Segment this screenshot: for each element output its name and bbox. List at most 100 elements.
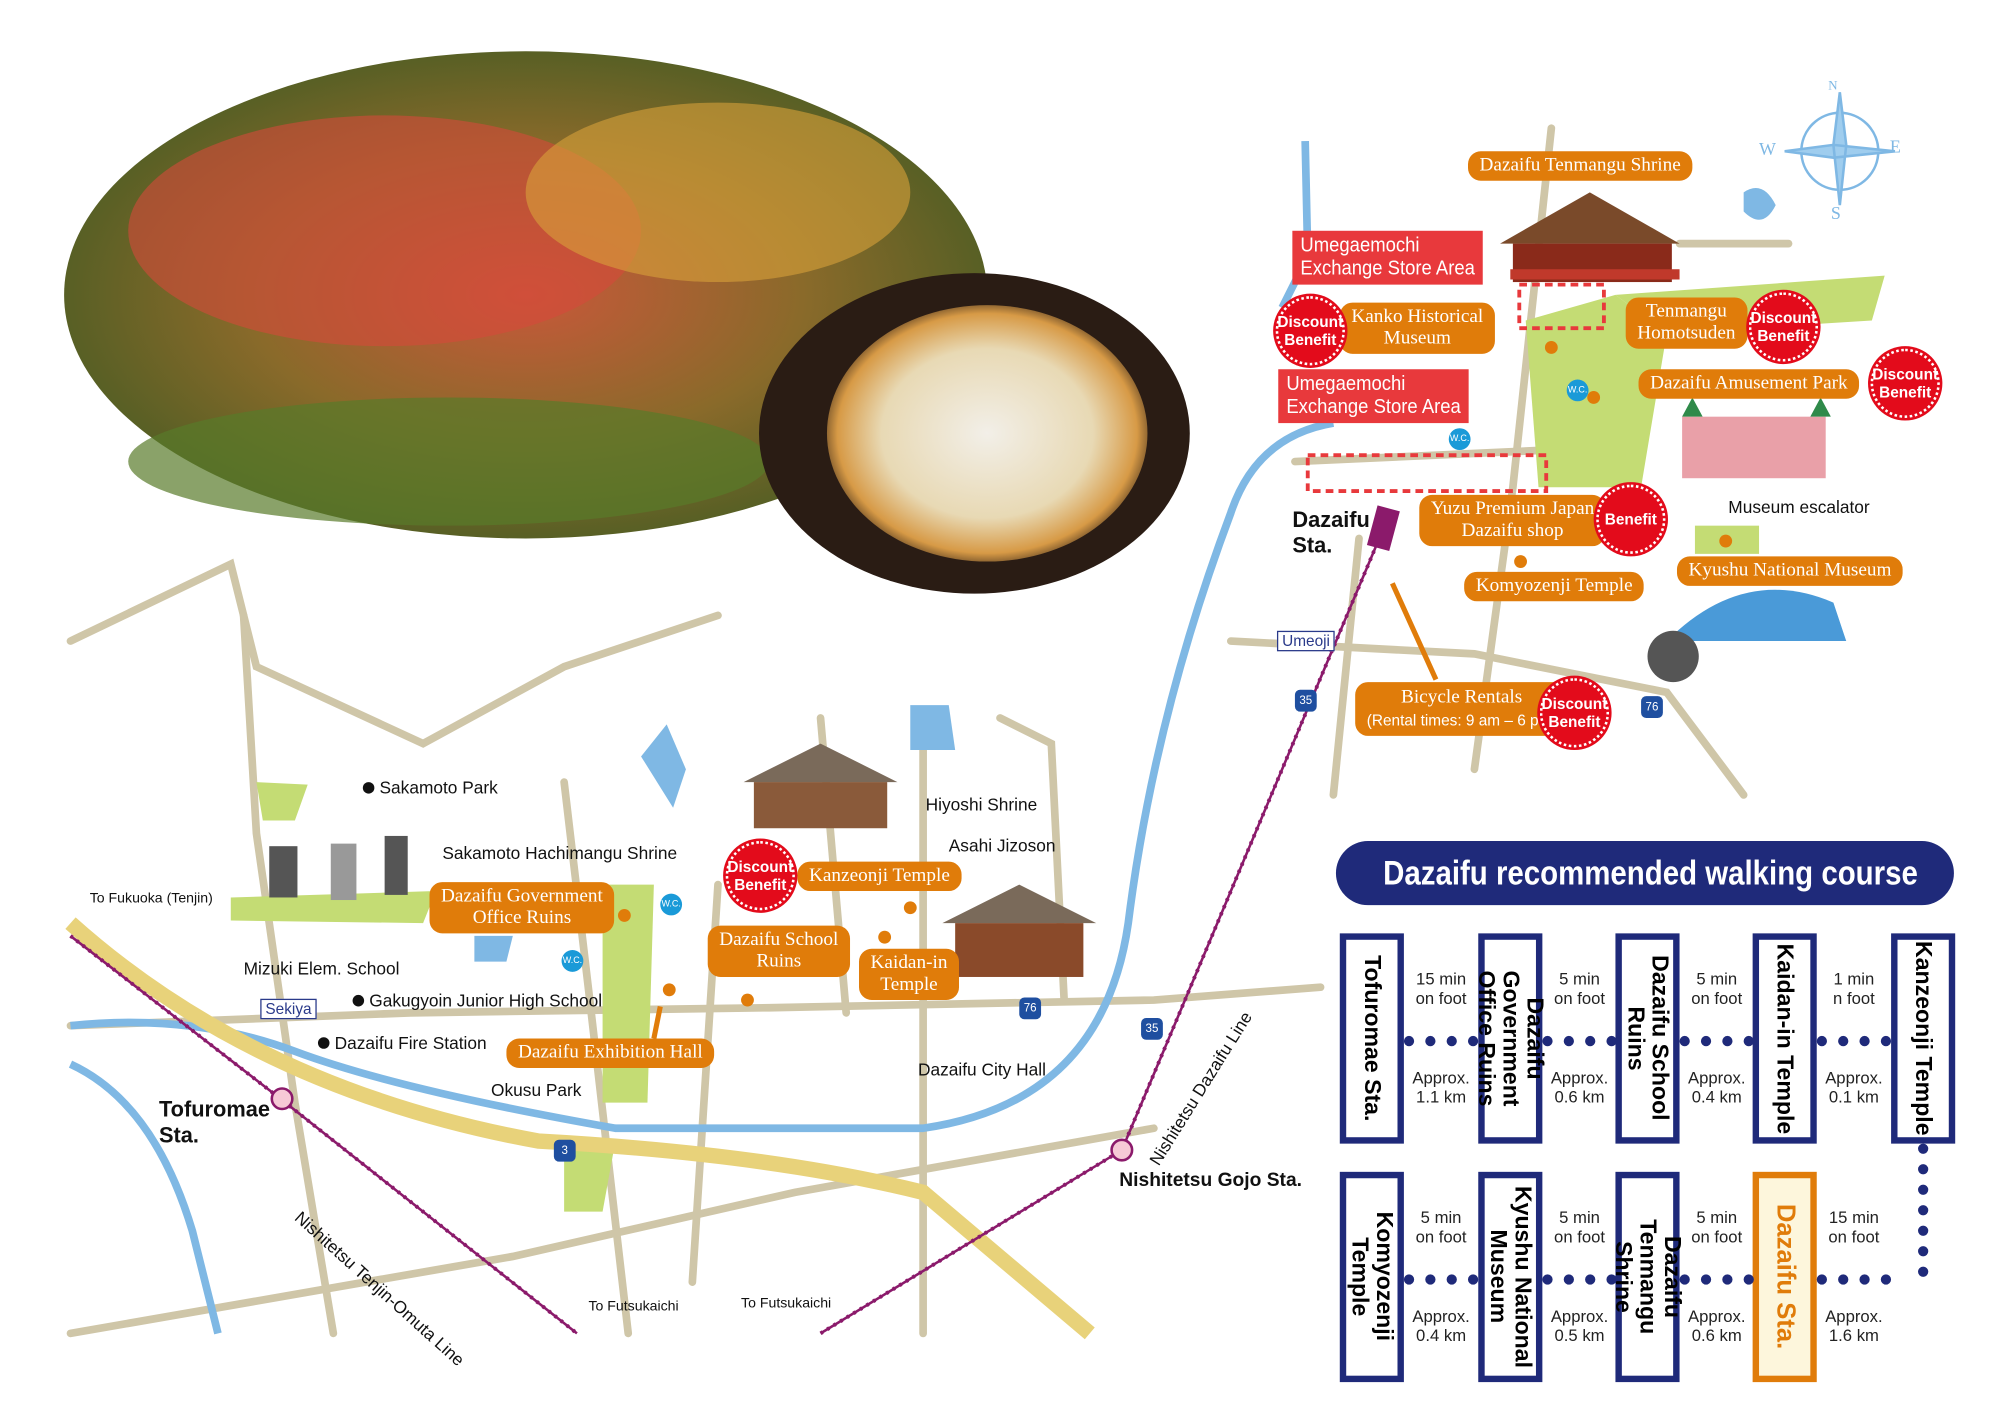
course-stop-name: Dazaifu Tenmangu Shrine xyxy=(1610,1219,1686,1335)
segment-distance: Approx. 1.1 km xyxy=(1412,1067,1470,1107)
label-fire-station: Dazaifu Fire Station xyxy=(317,1033,487,1053)
benefit-badge: Benefit xyxy=(1596,484,1666,554)
photo-umegaemochi xyxy=(759,273,1190,594)
badge-benefit-text: Benefit xyxy=(1548,712,1601,731)
ponds xyxy=(474,188,1776,962)
badge-benefit-text: Benefit xyxy=(1879,383,1932,402)
callout-pointers xyxy=(651,582,1439,1040)
route-dotted-line xyxy=(1816,1035,1892,1047)
label-hiyoshi: Hiyoshi Shrine xyxy=(925,794,1038,815)
label-text: Sakamoto Park xyxy=(379,778,498,798)
route-dotted-line xyxy=(1542,1035,1617,1047)
segment-distance: Approx. 0.4 km xyxy=(1688,1067,1746,1107)
photo-forest xyxy=(64,51,988,539)
route-number-sign: 35 xyxy=(1294,689,1317,712)
restroom-icon: W.C. xyxy=(660,893,683,916)
route-dotted-line xyxy=(1918,1143,1929,1277)
badge-discount-text: Discount xyxy=(1750,308,1817,327)
badge-discount-text: Discount xyxy=(1541,694,1608,713)
compass-w: W xyxy=(1759,141,1776,161)
label-homotsuden: Tenmangu Homotsuden xyxy=(1625,297,1748,349)
label-komyozenji: Komyozenji Temple xyxy=(1464,571,1645,602)
segment-time: 5 min on foot xyxy=(1691,1207,1743,1247)
label-asahi-jizoson: Asahi Jizoson xyxy=(948,835,1056,856)
route-number-sign: 76 xyxy=(1019,997,1042,1020)
label-mizuki-school: Mizuki Elem. School xyxy=(243,959,400,979)
route-dotted-line xyxy=(1403,1274,1479,1285)
kyushu-museum-illustration xyxy=(1647,589,1847,683)
segment-time: 1 min n foot xyxy=(1833,969,1875,1008)
gojo-station-marker xyxy=(1110,1138,1134,1162)
label-yuzu-shop: Yuzu Premium Japan Dazaifu shop xyxy=(1419,494,1606,547)
label-dazaifu-sta: Dazaifu Sta. xyxy=(1292,507,1370,558)
label-gov-office-ruins: Dazaifu Government Office Ruins xyxy=(429,882,615,934)
label-okusu-park: Okusu Park xyxy=(491,1080,582,1101)
course-stop-name: Dazaifu Sta. xyxy=(1771,1204,1800,1350)
segment-distance: Approx. 0.6 km xyxy=(1550,1067,1609,1107)
label-gakugyoin-school: Gakugyoin Junior High School xyxy=(352,991,602,1010)
restroom-icon: W.C. xyxy=(561,950,584,972)
route-number-sign: 3 xyxy=(553,1139,576,1162)
label-kanko-museum: Kanko Historical Museum xyxy=(1339,302,1495,354)
badge-benefit-text: Benefit xyxy=(1604,510,1657,529)
walking-course-title: Dazaifu recommended walking course xyxy=(1335,841,1954,906)
label-city-hall: Dazaifu City Hall xyxy=(917,1060,1046,1080)
segment-time: 5 min on foot xyxy=(1554,969,1606,1008)
bicycle-rentals-title: Bicycle Rentals xyxy=(1401,687,1523,708)
badge-benefit-text: Benefit xyxy=(1757,326,1810,345)
course-stop: Dazaifu Sta. xyxy=(1752,1171,1817,1383)
label-umegaemochi-store-area: Umegaemochi Exchange Store Area xyxy=(1292,230,1484,285)
label-sakamoto-park: Sakamoto Park xyxy=(362,778,498,798)
label-gojo-sta: Nishitetsu Gojo Sta. xyxy=(1119,1169,1302,1192)
course-stop-name: Kaidan-in Temple xyxy=(1772,943,1799,1134)
location-dot-icon xyxy=(317,1037,330,1049)
course-stop-name: Dazaifu Government Office Ruins xyxy=(1473,970,1549,1107)
segment-distance: Approx. 0.6 km xyxy=(1688,1306,1746,1345)
segment-distance: Approx. 0.1 km xyxy=(1825,1067,1883,1107)
label-sakamoto-hachimangu: Sakamoto Hachimangu Shrine xyxy=(442,843,678,863)
compass-e: E xyxy=(1889,138,1901,158)
label-kyushu-museum: Kyushu National Museum xyxy=(1676,556,1904,586)
segment-time: 5 min on foot xyxy=(1691,969,1743,1008)
course-stop: Dazaifu School Ruins xyxy=(1615,933,1680,1144)
restroom-icon: W.C. xyxy=(1566,379,1589,402)
course-stop: Kanzeonji Temple xyxy=(1891,933,1956,1144)
store-area-outlines xyxy=(1305,282,1606,493)
segment-time: 5 min on foot xyxy=(1415,1207,1467,1247)
label-kanzeonji: Kanzeonji Temple xyxy=(797,861,962,892)
route-dotted-line xyxy=(1679,1035,1754,1047)
label-to-futsukaichi-1: To Futsukaichi xyxy=(588,1298,679,1315)
badge-discount-text: Discount xyxy=(1872,365,1939,384)
sekiya-sign: Sekiya xyxy=(260,998,317,1020)
kanzeonji-illustration xyxy=(743,743,898,829)
segment-time: 15 min on foot xyxy=(1415,969,1467,1008)
segment-time: 15 min on foot xyxy=(1828,1207,1880,1247)
route-dotted-line xyxy=(1403,1035,1479,1047)
course-stop: Tofuromae Sta. xyxy=(1339,933,1404,1144)
course-stop-name: Dazaifu School Ruins xyxy=(1623,955,1674,1122)
restroom-icon: W.C. xyxy=(1448,428,1471,451)
badge-discount-text: Discount xyxy=(727,857,794,876)
segment-distance: Approx. 0.5 km xyxy=(1550,1306,1609,1345)
route-number-sign: 35 xyxy=(1141,1017,1163,1040)
course-stop: Kyushu National Museum xyxy=(1478,1171,1543,1383)
segment-time: 5 min on foot xyxy=(1554,1207,1606,1247)
course-stop: Komyozenji Temple xyxy=(1339,1171,1404,1383)
tenmangu-shrine-illustration xyxy=(1500,192,1680,283)
label-amusement-park: Dazaifu Amusement Park xyxy=(1638,369,1860,399)
highway xyxy=(65,917,1095,1340)
label-text: Dazaifu Fire Station xyxy=(334,1033,487,1053)
compass-rose xyxy=(1784,92,1896,206)
label-exhibition-hall: Dazaifu Exhibition Hall xyxy=(506,1038,715,1068)
label-tofuromae-sta: Tofuromae Sta. xyxy=(158,1097,270,1148)
location-dot-icon xyxy=(362,782,375,794)
umeoji-sign: Umeoji xyxy=(1276,630,1336,652)
label-to-futsukaichi-2: To Futsukaichi xyxy=(741,1296,832,1312)
course-stop-name: Komyozenji Temple xyxy=(1347,1212,1398,1342)
amusement-park-illustration xyxy=(1682,397,1831,479)
